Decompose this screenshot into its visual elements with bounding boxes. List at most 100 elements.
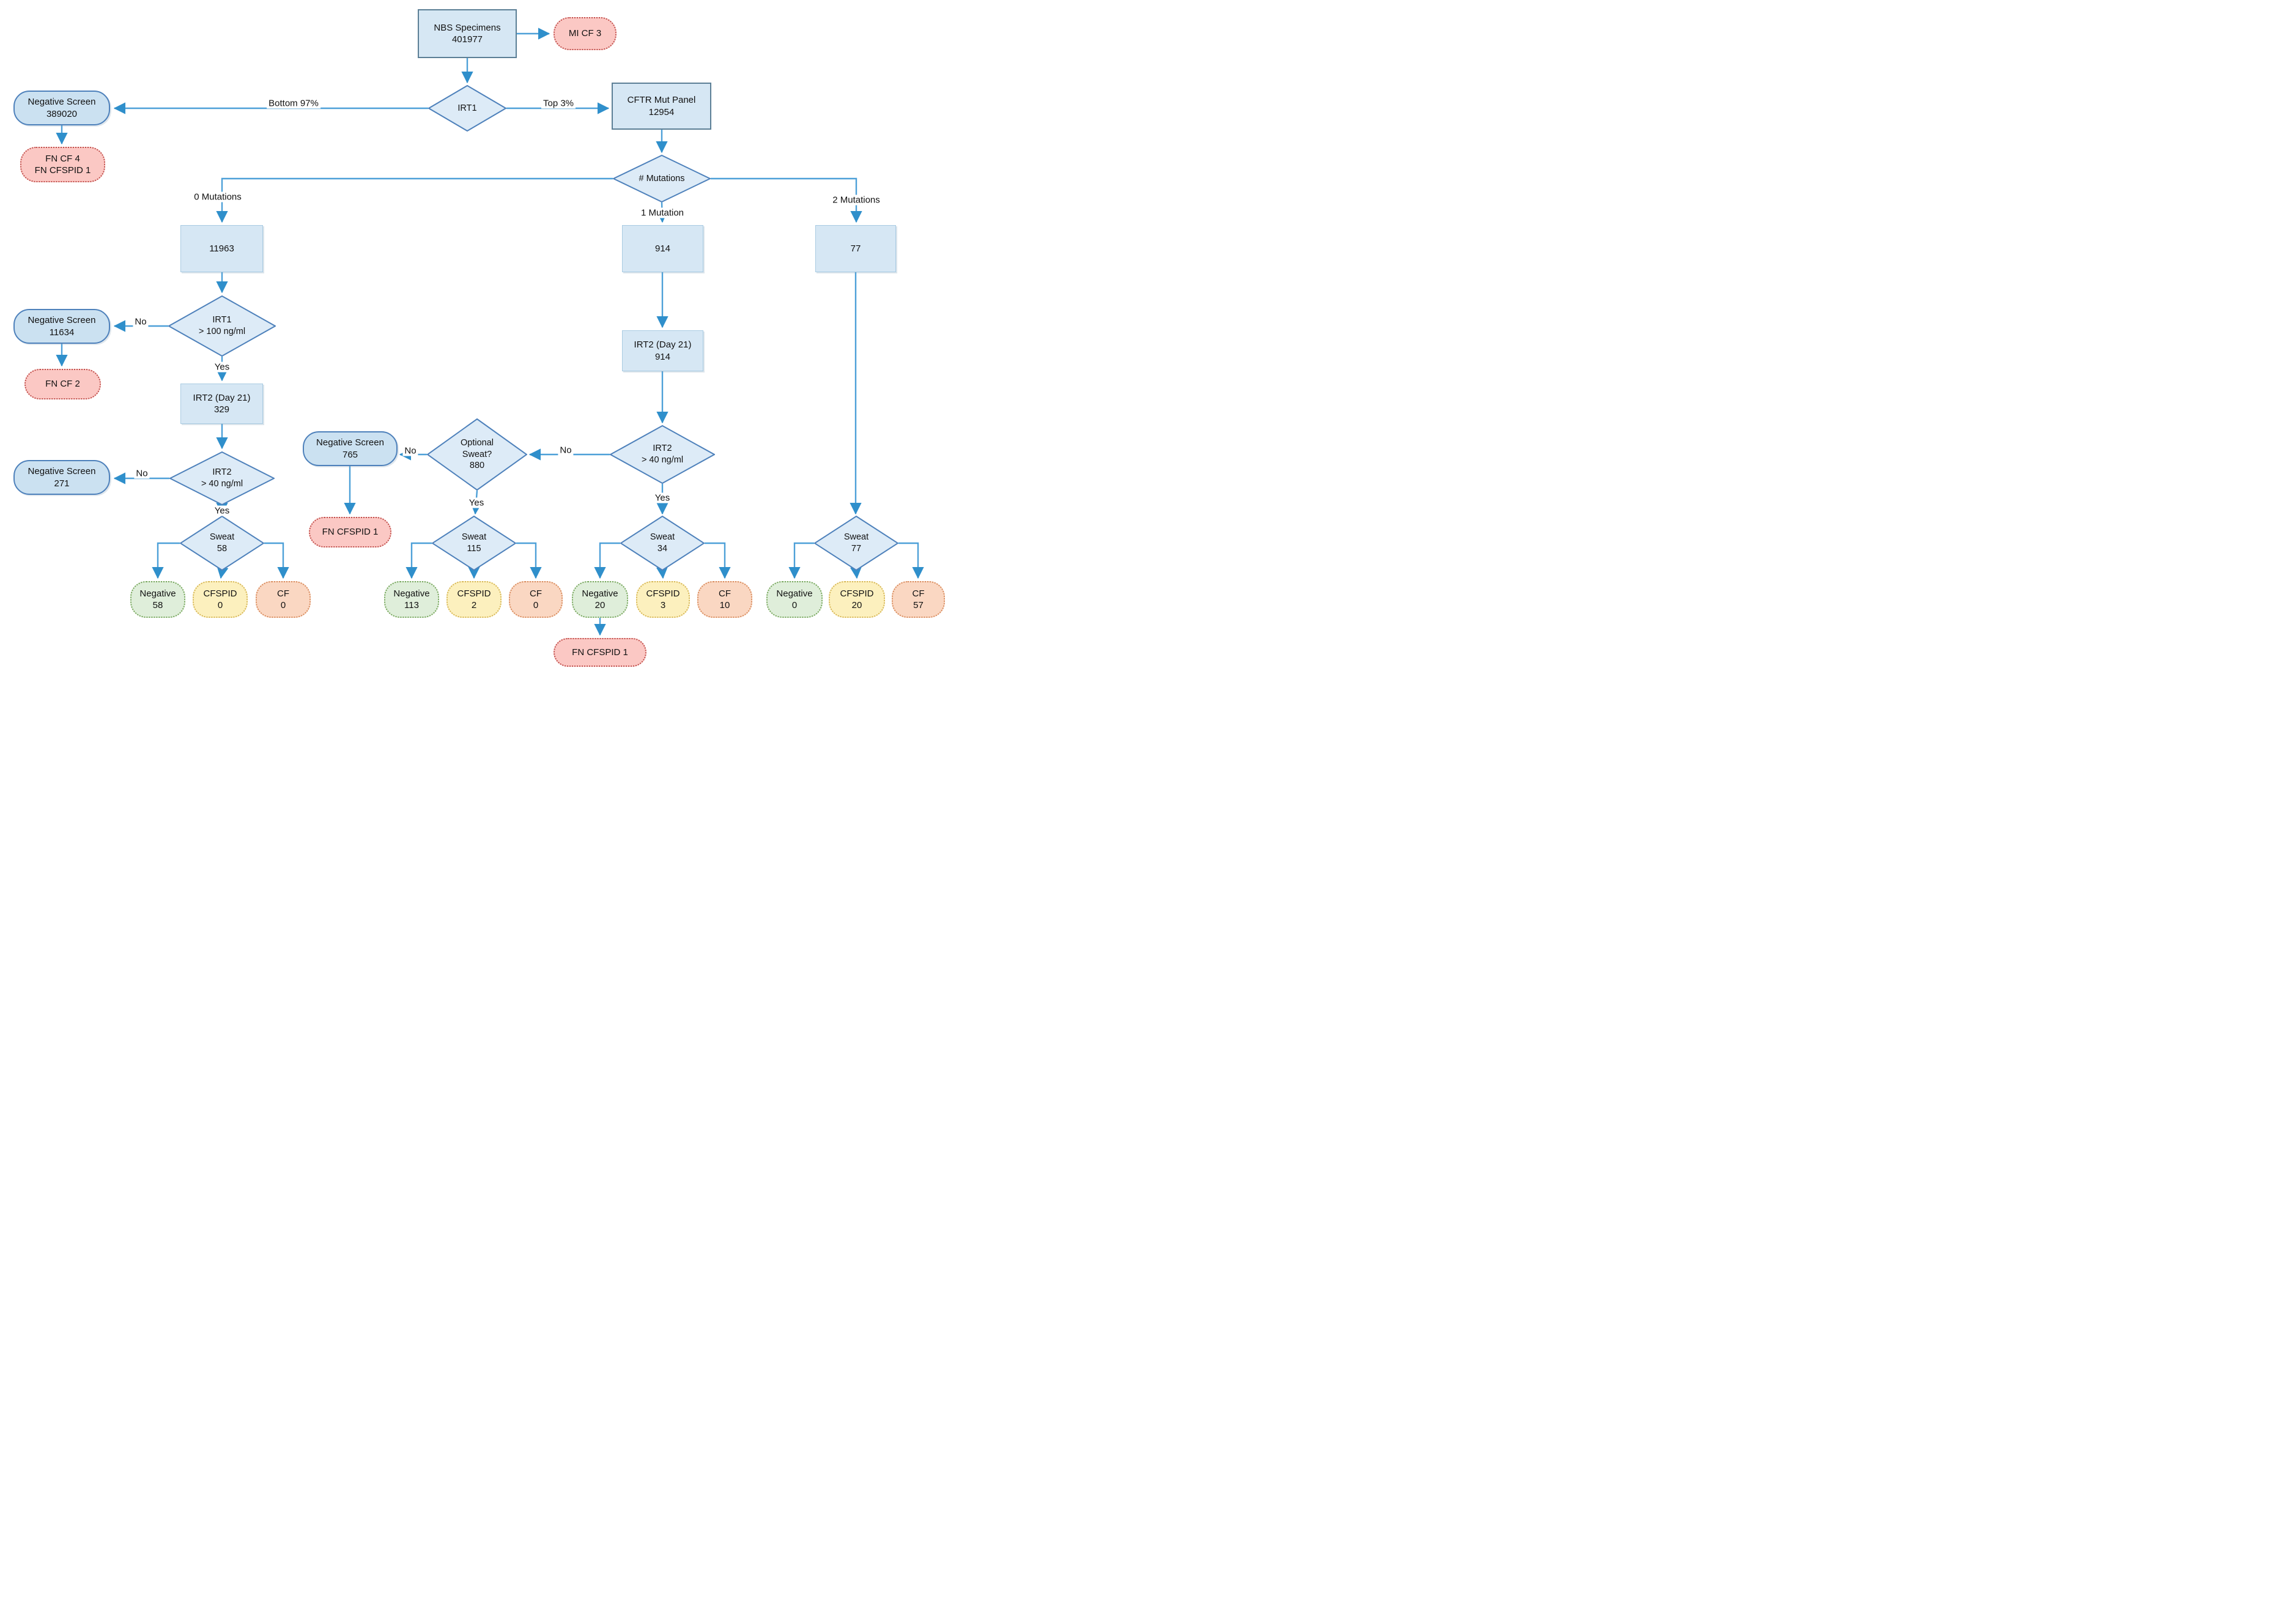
node-negative-screen-765-text: Negative Screen	[316, 437, 384, 448]
node-nbs-specimens-text: NBS Specimens	[434, 22, 501, 33]
node-num-mutations-decision: # Mutations	[613, 155, 711, 202]
node-outcome-cf-0b-text: CF	[530, 588, 542, 599]
node-nbs-specimens-text: 401977	[451, 34, 483, 45]
node-sweat-77-decision-text: Sweat	[843, 532, 869, 543]
diamond-shape	[610, 425, 715, 484]
node-2mut-count-text: 77	[850, 243, 861, 254]
node-outcome-negative-0-text: Negative	[776, 588, 813, 599]
edge-mutations-to-11963	[216, 177, 613, 223]
edge-sweat77-to-cf57	[898, 542, 924, 579]
edge-sweat77-to-cfspid20	[850, 566, 862, 579]
node-negative-screen-271-text: Negative Screen	[28, 466, 96, 477]
node-0mut-count: 11963	[180, 225, 263, 272]
node-negative-screen-11634-text: 11634	[49, 327, 75, 338]
node-sweat-77-decision-text: 77	[851, 544, 862, 554]
edge-mutations-to-77-label: 2 Mutations	[831, 195, 882, 206]
edge-irt2-40b-no-label: No	[558, 445, 574, 456]
node-outcome-negative-20-text: 20	[594, 600, 605, 610]
node-negative-screen-765-text: 765	[342, 449, 358, 460]
node-outcome-cfspid-2-text: CFSPID	[457, 588, 491, 599]
edge-sweat34-to-cfspid3	[656, 566, 668, 579]
node-sweat-34-decision-text: 34	[657, 544, 668, 554]
edge-sweat115-to-neg113	[406, 542, 432, 579]
node-sweat-115-decision-text: Sweat	[461, 532, 487, 543]
diamond-shape	[427, 418, 527, 491]
node-2mut-count-label: 77	[851, 243, 861, 254]
node-outcome-cf-10-text: CF	[719, 588, 731, 599]
node-fn-cfspid1-mid-text: FN CFSPID 1	[322, 527, 379, 538]
node-outcome-negative-58-text: Negative	[139, 588, 176, 599]
edge-irt2-40a-no-label: No	[134, 468, 150, 479]
node-outcome-cfspid-2-text: 2	[471, 600, 477, 610]
node-outcome-negative-113-text: Negative	[393, 588, 430, 599]
node-irt1-decision-text: IRT1	[457, 103, 477, 113]
node-outcome-negative-113-text: 113	[404, 600, 419, 610]
node-0mut-count-label: 11963	[209, 243, 234, 254]
node-fn-cf2-label: FN CF 2	[45, 378, 80, 390]
node-negative-screen-11634-text: Negative Screen	[28, 315, 96, 326]
node-outcome-negative-58-text: 58	[152, 600, 163, 610]
node-mi-cf: MI CF 3	[554, 17, 617, 50]
node-irt2-day21-329: IRT2 (Day 21)329	[180, 384, 263, 424]
node-outcome-cfspid-0-text: CFSPID	[203, 588, 237, 599]
node-outcome-cf-0-text: 0	[280, 600, 286, 610]
node-sweat-58-decision-text: Sweat	[209, 532, 235, 543]
edge-mutations-to-914-label: 1 Mutation	[639, 207, 686, 218]
node-irt1-100-decision-text: > 100 ng/ml	[198, 327, 246, 336]
edge-irt1-to-cftr-label: Top 3%	[541, 98, 576, 109]
node-irt2-day21-329-text: 329	[213, 404, 229, 415]
node-irt2-40-decision-0mut-label: IRT2> 40 ng/ml	[201, 467, 243, 489]
edge-sweat77-to-neg0	[788, 542, 814, 579]
node-irt2-40-decision-1mut-label: IRT2> 40 ng/ml	[642, 443, 683, 466]
node-irt1-decision: IRT1	[428, 85, 506, 132]
node-mi-cf-label: MI CF 3	[569, 28, 601, 39]
node-irt2-40-decision-0mut-text: > 40 ng/ml	[201, 479, 243, 489]
node-outcome-negative-20-text: Negative	[582, 588, 618, 599]
node-num-mutations-decision-label: # Mutations	[639, 173, 685, 185]
node-1mut-count-label: 914	[655, 243, 670, 254]
node-irt1-100-decision-text: IRT1	[212, 315, 232, 325]
node-irt2-day21-914-label: IRT2 (Day 21)914	[634, 339, 692, 362]
node-irt2-40-decision-0mut-text: IRT2	[212, 467, 232, 478]
edge-irt2-40b-yes-label: Yes	[653, 492, 672, 503]
node-irt2-day21-914-text: IRT2 (Day 21)	[634, 339, 692, 351]
node-fn-cf2: FN CF 2	[24, 369, 101, 399]
node-2mut-count: 77	[815, 225, 896, 272]
diamond-shape	[428, 85, 506, 132]
node-outcome-cf-57-text: CF	[912, 588, 925, 599]
diamond-shape	[168, 295, 276, 357]
node-irt1-100-decision-label: IRT1 > 100 ng/ml	[199, 314, 245, 337]
node-sweat-115-decision-text: 115	[467, 544, 481, 554]
edge-irt1-100-yes-label: Yes	[212, 362, 232, 373]
